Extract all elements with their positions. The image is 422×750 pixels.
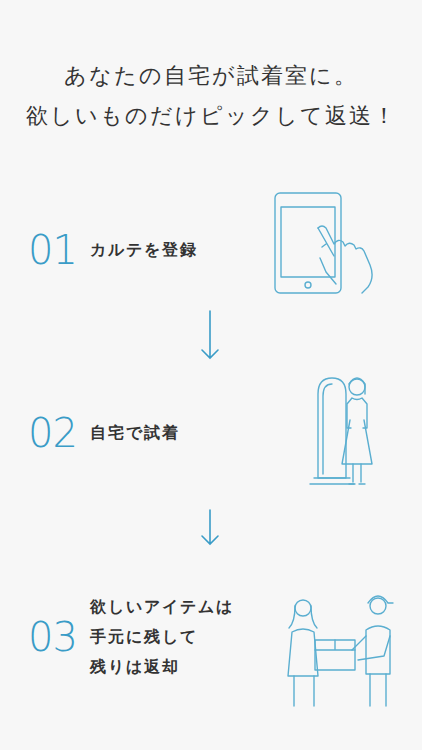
step-number: 03 <box>28 614 90 660</box>
step-item: 03欲しいアイテムは 手元に残して 残りは返却 <box>28 548 228 726</box>
mirror-woman <box>310 378 372 484</box>
page-title: あなたの自宅が試着室に。 欲しいものだけピックして返送！ <box>20 56 402 136</box>
step-item: 02自宅で試着 <box>28 362 228 504</box>
step-text: カルテを登録 <box>90 235 228 265</box>
flow-arrow <box>202 510 218 544</box>
flow-arrow <box>202 311 218 358</box>
phone-hand <box>275 193 372 293</box>
step-text: 欲しいアイテムは 手元に残して 残りは返却 <box>90 592 234 682</box>
step-number: 01 <box>28 227 90 273</box>
step-item: 01カルテを登録 <box>28 195 228 305</box>
arrow-line <box>202 510 218 544</box>
step-number: 02 <box>28 410 90 456</box>
delivery-handover <box>288 596 393 706</box>
step-text: 自宅で試着 <box>90 418 228 448</box>
arrow-line <box>202 311 218 358</box>
